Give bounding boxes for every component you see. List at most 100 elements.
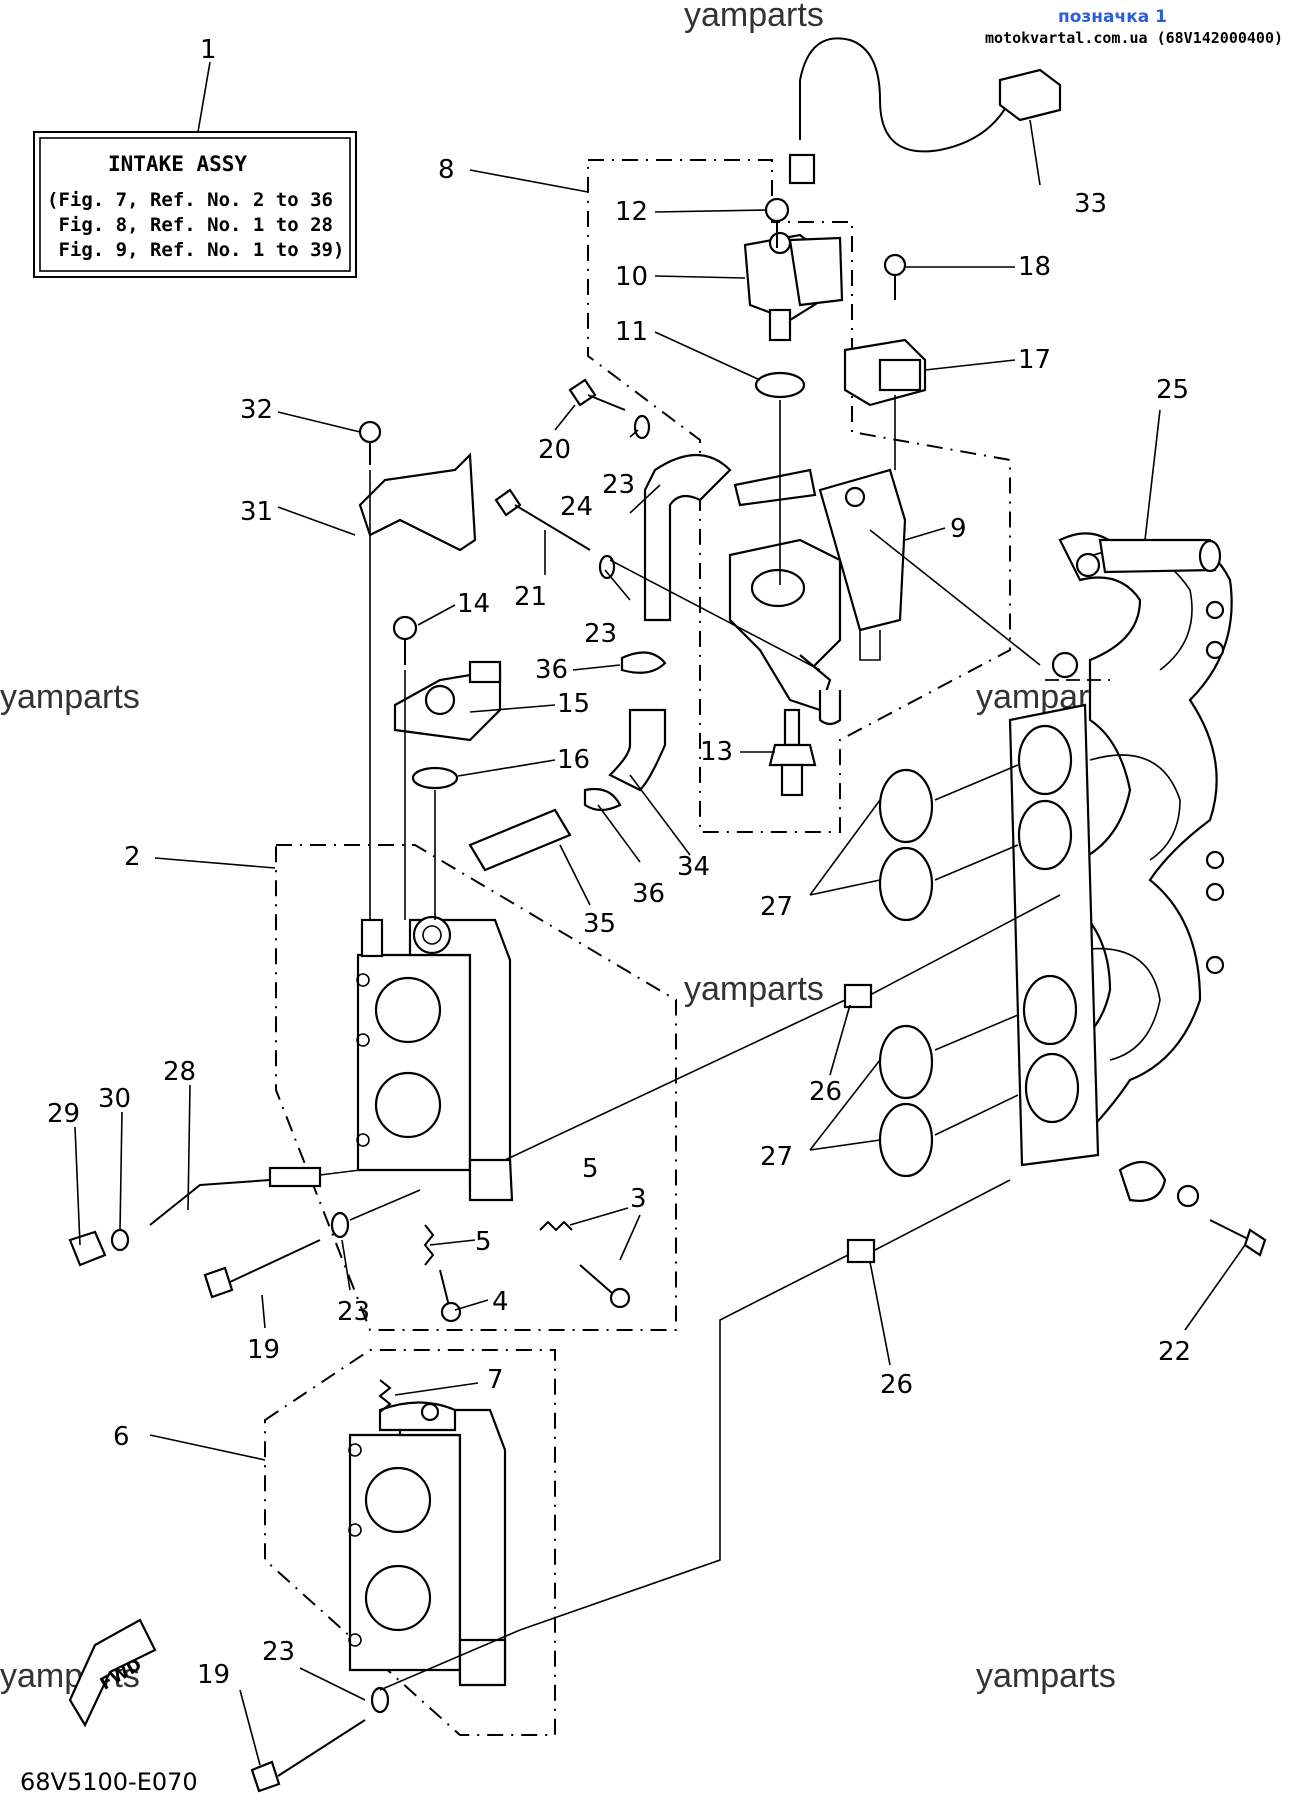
group-6-outline [264,1349,556,1736]
assembly-line [934,1094,1019,1136]
intake-assy-title: INTAKE ASSY [108,152,247,176]
assembly-line [609,559,821,671]
callout-23-b: 23 [584,619,617,649]
callout-7: 7 [487,1365,504,1395]
leader-lines [74,61,1246,1766]
callout-1: 1 [200,35,217,65]
watermark-left: yamparts [0,678,140,716]
assembly-line [504,999,846,1161]
assembly-line [934,764,1019,801]
callout-20: 20 [538,435,571,465]
ground-cable-28 [149,1166,322,1226]
screw-12 [764,197,790,248]
callout-2: 2 [124,842,141,872]
assembly-line [934,844,1019,881]
clamp-36-a [620,651,667,674]
fwd-arrow-icon: FWD [68,1618,157,1728]
assembly-line [379,1629,521,1691]
o-ring-16 [411,766,459,790]
intake-assy-line-2: Fig. 8, Ref. No. 1 to 28 [47,214,333,236]
callout-21: 21 [514,582,547,612]
screw-4 [439,1269,462,1323]
assembly-line [349,1189,421,1221]
callout-22: 22 [1158,1337,1191,1367]
callout-19-b: 19 [197,1660,230,1690]
callout-27-b: 27 [760,1142,793,1172]
diagram-code: 68V5100-E070 [20,1768,198,1796]
callout-35: 35 [583,909,616,939]
assembly-line [319,1169,361,1176]
watermark-top: yamparts [684,0,824,34]
callout-31: 31 [240,497,273,527]
callout-11: 11 [615,317,648,347]
callout-32: 32 [240,395,273,425]
wire-harness-33 [788,37,1062,185]
sensor-13 [768,708,817,797]
hose-35 [468,808,572,872]
callout-23-d: 23 [262,1637,295,1667]
callout-26-b: 26 [880,1370,913,1400]
screw-3 [579,1264,631,1309]
header-source: motokvartal.com.ua (68V142000400) [985,29,1283,47]
callout-28: 28 [163,1057,196,1087]
bolt-21 [494,488,591,551]
callout-26-a: 26 [809,1077,842,1107]
washer-23-d [370,1686,390,1714]
washer-23-a [633,414,651,440]
spring-7 [378,1379,392,1413]
callout-33: 33 [1074,189,1107,219]
spring-5-b [423,1224,435,1266]
isc-valve [743,231,844,342]
callout-13: 13 [700,737,733,767]
washer-23-b [598,554,616,580]
collar-26-a [843,983,873,1009]
callout-15: 15 [557,689,590,719]
collar-26-b [846,1238,876,1264]
callout-29: 29 [47,1099,80,1129]
o-ring-11 [754,371,806,399]
callout-25: 25 [1156,375,1189,405]
callout-19-a: 19 [247,1335,280,1365]
elbow-hose-34 [608,708,667,792]
callout-18: 18 [1018,252,1051,282]
callout-8: 8 [438,155,455,185]
bolt-19-b [250,1719,366,1793]
bolt-22 [1118,1160,1267,1257]
callout-34: 34 [677,852,710,882]
watermark-bottom-right: yamparts [976,1657,1116,1695]
watermark-center: yamparts [684,970,824,1008]
gasket-set-lower [878,1024,934,1178]
callout-labels: 1 2 3 4 5 5 6 7 8 9 10 11 12 13 14 15 16… [47,35,1191,1690]
group-2-outline [275,844,677,1331]
callout-9: 9 [950,514,967,544]
assembly-line [934,1014,1019,1051]
callout-5-a: 5 [582,1154,599,1184]
assembly-line [869,529,1041,666]
sensor-17 [843,338,927,407]
nut-29 [68,1230,107,1267]
screw-32 [358,420,382,465]
bolt-19-a [203,1239,321,1299]
callout-23-c: 23 [337,1297,370,1327]
callout-14: 14 [457,589,490,619]
callout-3: 3 [630,1184,647,1214]
spring-5-a [539,1220,573,1232]
assembly-line [869,894,1061,996]
callout-12: 12 [615,197,648,227]
clamp-36-b [583,787,622,812]
callout-6: 6 [113,1422,130,1452]
throttle-body-upper [356,915,514,1202]
callout-27-a: 27 [760,892,793,922]
callout-5-b: 5 [475,1227,492,1257]
bolt-20 [568,378,626,411]
callout-10: 10 [615,262,648,292]
header-label: позначка 1 [1058,7,1167,27]
callout-4: 4 [492,1287,509,1317]
callout-17: 17 [1018,345,1051,375]
intake-assy-line-3: Fig. 9, Ref. No. 1 to 39) [47,239,344,261]
callout-16: 16 [557,745,590,775]
washer-30 [110,1228,130,1252]
throttle-body-lower [348,1401,507,1687]
